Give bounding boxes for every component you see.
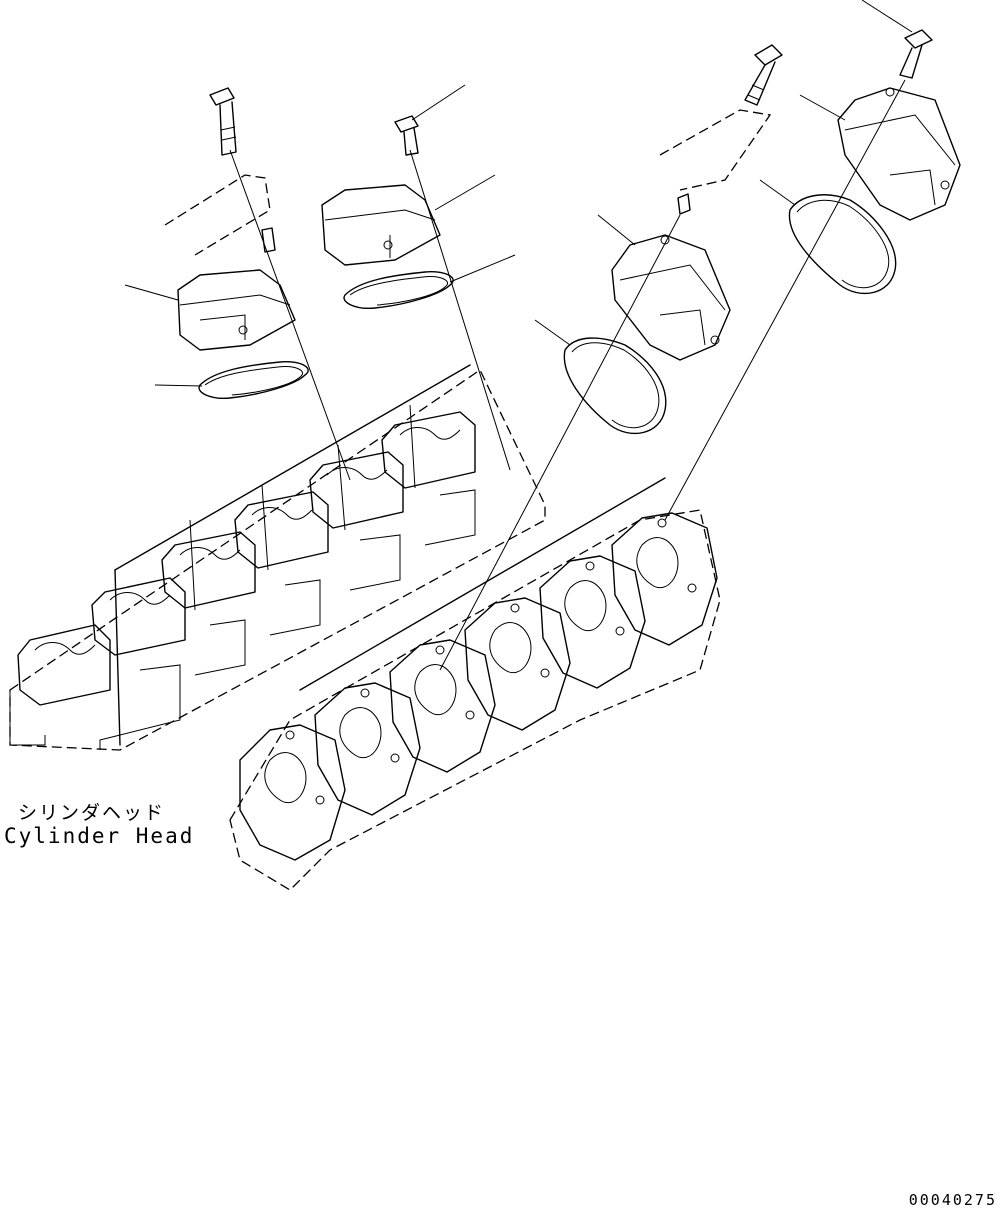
left-head-6 (381, 411, 476, 546)
spacer-1-phantom (164, 174, 271, 256)
right-cylinder-head-bank (229, 477, 721, 891)
right-head-3 (389, 639, 496, 773)
spacer-3-phantom (659, 109, 772, 191)
drawing-number: 00040275 (908, 1191, 997, 1209)
bolt-1 (209, 87, 237, 156)
leader-gasket-1 (154, 384, 203, 387)
right-head-2 (314, 682, 421, 816)
head-cover-3 (611, 234, 731, 361)
gasket-3 (563, 337, 667, 435)
leader-cover-1 (124, 284, 179, 301)
left-head-3 (161, 531, 256, 676)
leader-bolt-2 (411, 84, 466, 121)
head-cover-set-1 (124, 87, 351, 481)
head-cover-1 (177, 269, 296, 351)
leader-gasket-3 (534, 319, 571, 346)
leader-cover-4 (799, 94, 846, 121)
right-head-4 (464, 597, 571, 731)
right-head-5 (539, 555, 646, 689)
part-name-english: Cylinder Head (4, 824, 195, 848)
gasket-4 (788, 194, 897, 295)
head-cover-set-2 (321, 84, 516, 471)
left-head-5 (309, 451, 404, 591)
left-head-4 (234, 491, 329, 636)
left-cylinder-head-bank (9, 364, 546, 751)
bolt-3 (744, 44, 783, 106)
gasket-1 (198, 360, 309, 400)
leader-gasket-4 (759, 179, 796, 206)
leader-cover-3 (597, 214, 636, 246)
leader-bolt-4 (861, 0, 913, 33)
left-head-2 (91, 577, 186, 750)
head-cover-4 (837, 87, 961, 221)
part-name-japanese: シリンダヘッド (18, 802, 166, 824)
leader-gasket-2 (449, 254, 516, 283)
head-cover-set-3 (439, 44, 783, 671)
bolt-4 (899, 29, 933, 79)
right-head-1 (239, 724, 346, 861)
leader-cover-2 (434, 174, 496, 211)
gasket-2 (343, 270, 454, 310)
left-head-1 (9, 624, 111, 746)
bolt-2 (394, 115, 419, 156)
head-cover-set-4 (664, 0, 961, 521)
head-cover-2 (321, 184, 441, 266)
right-head-6 (611, 512, 718, 646)
